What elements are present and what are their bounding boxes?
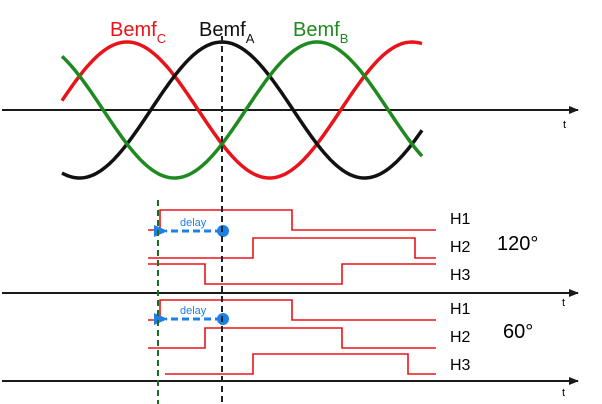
bemf-b-label: BemfB: [293, 19, 348, 46]
hall-h2-60-signal: [148, 327, 436, 349]
t-label-bottom: t: [562, 387, 565, 399]
h3-120-label: H3: [450, 267, 471, 284]
h2-120-label: H2: [450, 239, 471, 256]
t-label-mid: t: [562, 297, 565, 309]
delay-label-120: delay: [180, 217, 207, 229]
h2-60-label: H2: [450, 329, 471, 346]
hall-h2-120-signal: [148, 237, 436, 259]
bemf-a-label: BemfA: [199, 19, 255, 46]
bemf-c-label: BemfC: [110, 19, 166, 46]
h1-60-label: H1: [450, 301, 471, 318]
hall-h3-120-signal: [148, 263, 436, 285]
panel-60-title: 60°: [503, 321, 533, 343]
bemf-a-waveform: [61, 40, 424, 180]
panel-120-title: 120°: [497, 233, 538, 255]
hall-h3-60-signal: [165, 353, 436, 375]
h3-60-label: H3: [450, 357, 471, 374]
t-label-top: t: [563, 119, 566, 131]
bemf-c-waveform: [60, 40, 423, 180]
bemf-b-waveform: [60, 40, 424, 180]
delay-label-60: delay: [180, 305, 207, 317]
h1-120-label: H1: [450, 211, 471, 228]
